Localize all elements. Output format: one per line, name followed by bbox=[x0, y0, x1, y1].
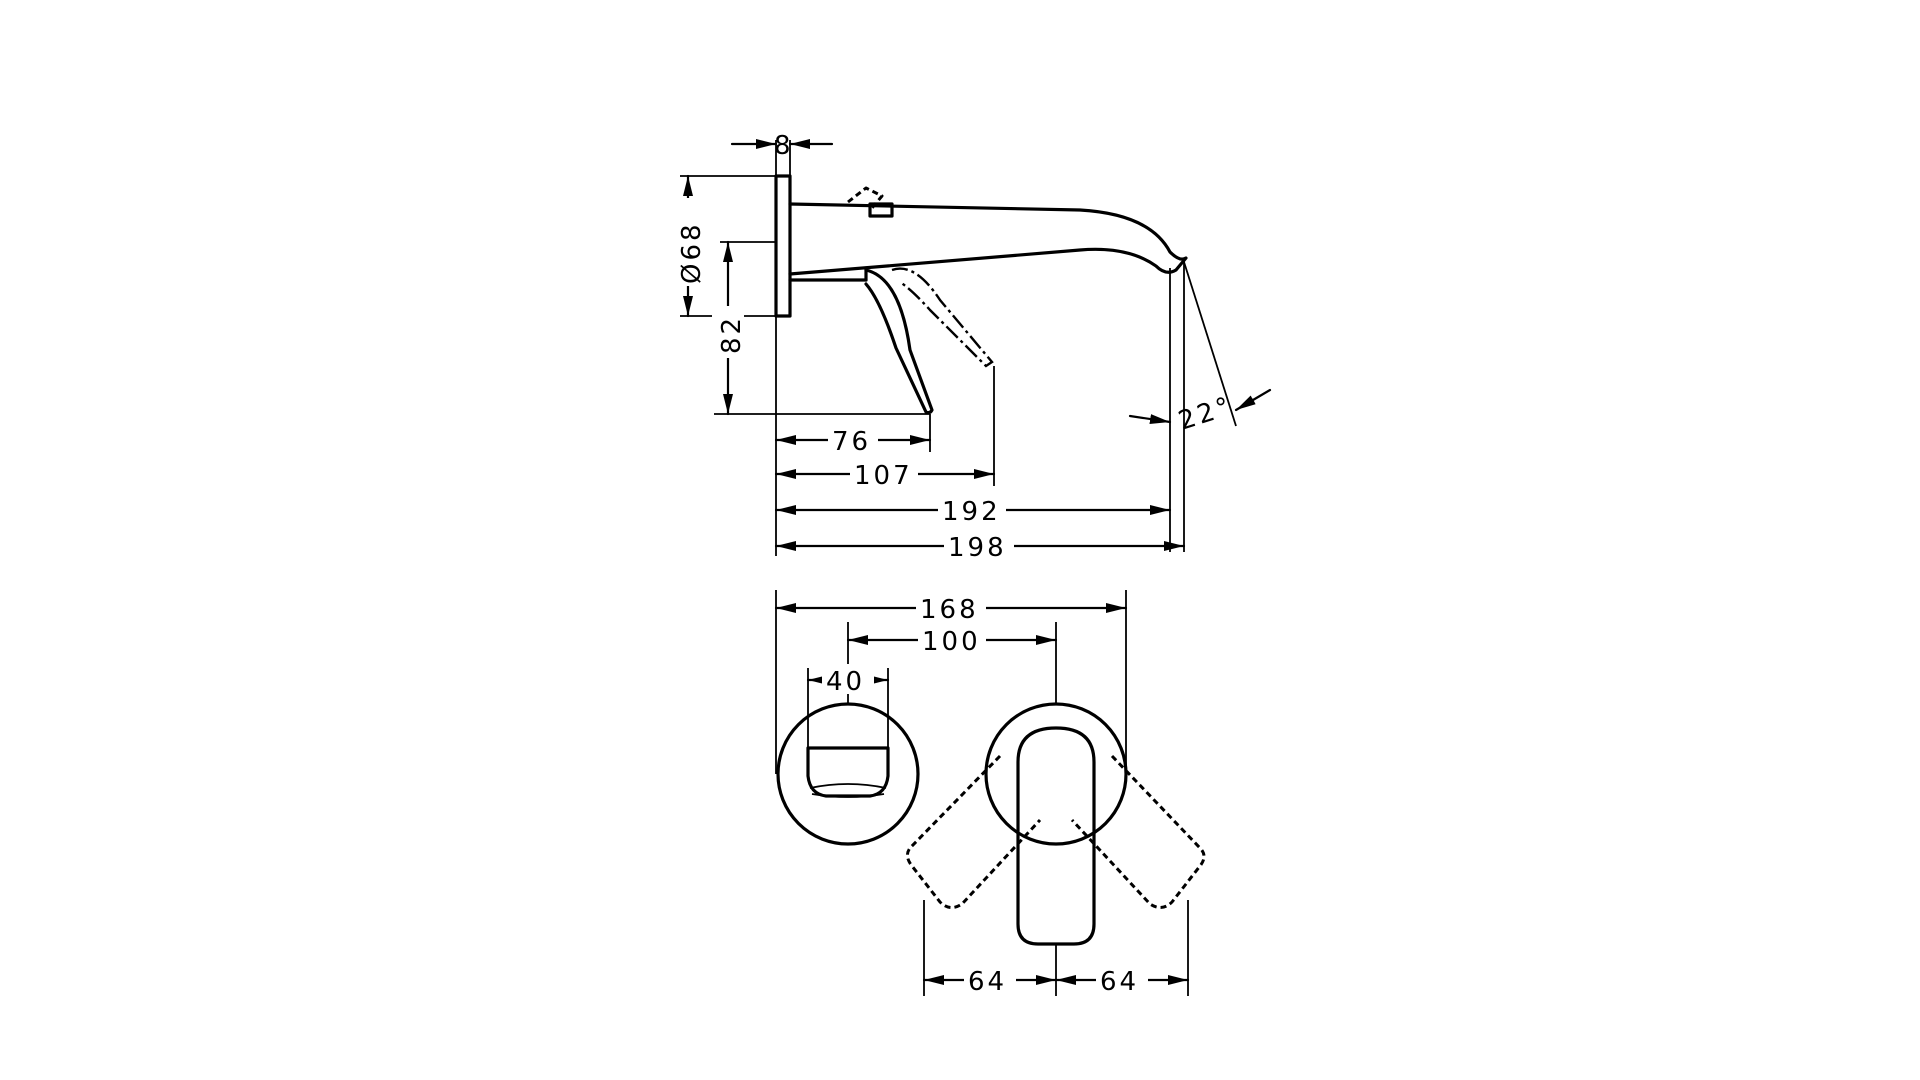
lever-handle bbox=[864, 268, 934, 415]
front-view: 168 100 40 64 64 bbox=[774, 590, 1206, 997]
dim-angle: 22° bbox=[1128, 388, 1272, 437]
dim-plate-diameter-label: Ø68 bbox=[677, 221, 707, 284]
side-view: 8 Ø68 82 76 107 bbox=[672, 131, 1272, 563]
dim-107: 107 bbox=[774, 458, 996, 491]
dim-64-right-label: 64 bbox=[1100, 967, 1139, 997]
dim-100: 100 bbox=[846, 624, 1058, 657]
dim-64-left: 64 bbox=[922, 964, 1058, 997]
wall-plate bbox=[774, 174, 792, 318]
lever-alt-left bbox=[905, 754, 1042, 909]
dim-plate-diameter: Ø68 bbox=[672, 174, 707, 318]
dim-76: 76 bbox=[774, 424, 932, 457]
dim-168-label: 168 bbox=[920, 595, 979, 625]
dim-height: 82 bbox=[712, 240, 747, 416]
dim-plate-thickness-label: 8 bbox=[774, 131, 794, 161]
mixer-rosette bbox=[984, 702, 1128, 846]
dim-198-label: 198 bbox=[948, 533, 1007, 563]
dim-64-right: 64 bbox=[1054, 964, 1190, 997]
lever-alt-right bbox=[1070, 754, 1206, 909]
dim-100-label: 100 bbox=[922, 627, 981, 657]
dim-40: 40 bbox=[806, 664, 890, 697]
dim-192: 192 bbox=[774, 494, 1172, 527]
dim-64-left-label: 64 bbox=[968, 967, 1007, 997]
dim-40-label: 40 bbox=[826, 667, 865, 697]
outlet-angle-line bbox=[1183, 261, 1237, 427]
spout-outlet bbox=[806, 746, 890, 798]
spout-rosette bbox=[776, 702, 920, 846]
top-button bbox=[868, 202, 894, 218]
spout-body bbox=[788, 202, 1188, 276]
dim-76-label: 76 bbox=[832, 427, 871, 457]
dim-198: 198 bbox=[774, 530, 1186, 563]
dim-height-label: 82 bbox=[717, 315, 747, 354]
mixer-lever bbox=[1016, 726, 1096, 946]
lever-handle-alt bbox=[891, 267, 994, 368]
dim-107-label: 107 bbox=[854, 461, 913, 491]
dim-192-label: 192 bbox=[942, 497, 1001, 527]
spout-outlet-detail bbox=[809, 783, 887, 798]
dim-168: 168 bbox=[774, 592, 1128, 625]
dim-plate-thickness: 8 bbox=[730, 131, 834, 161]
top-button-dashed bbox=[847, 186, 884, 209]
